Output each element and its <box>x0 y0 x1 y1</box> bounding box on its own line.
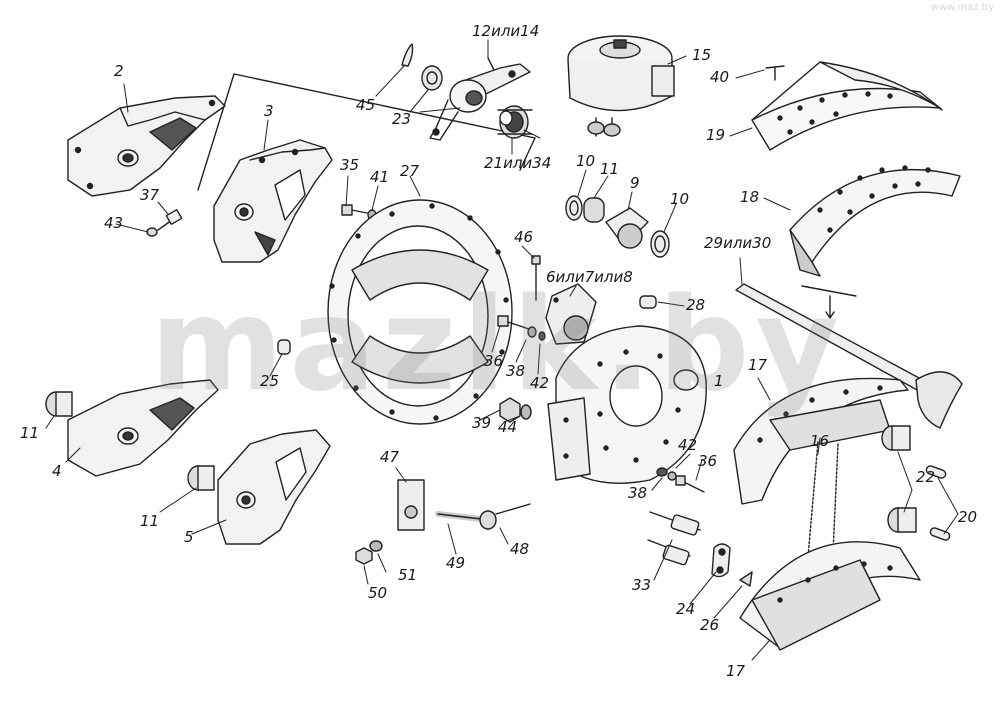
part-21-34-gear <box>497 105 533 139</box>
part-23-washer <box>421 65 443 91</box>
label-17-b: 17 <box>726 662 746 680</box>
part-22-rollers <box>881 425 917 533</box>
part-15-brake-chamber <box>567 35 675 137</box>
label-46: 46 <box>514 228 534 246</box>
part-4-bracket <box>67 379 219 477</box>
label-4: 4 <box>52 462 62 480</box>
group-line-3 <box>197 73 536 191</box>
part-33-axle <box>647 511 701 566</box>
part-11-bushings <box>45 391 215 491</box>
part-6-7-8-flange <box>545 283 597 345</box>
part-27-shield <box>327 199 513 425</box>
label-6-7-8: 6или7или8 <box>546 268 633 286</box>
part-45-pin <box>401 43 414 67</box>
leader-lines <box>45 39 959 661</box>
label-35: 35 <box>340 156 360 174</box>
part-5-bracket <box>217 429 331 545</box>
part-29-30-camshaft <box>735 283 963 429</box>
part-36-38-42-bolts-lower <box>656 467 705 493</box>
label-15: 15 <box>692 46 712 64</box>
label-44: 44 <box>498 418 518 436</box>
label-25: 25 <box>260 372 280 390</box>
part-9-10-11-flange <box>565 195 670 258</box>
part-25-pin <box>277 339 291 355</box>
label-24: 24 <box>676 600 696 618</box>
label-42-a: 42 <box>530 374 550 392</box>
label-5: 5 <box>184 528 194 546</box>
label-48: 48 <box>510 540 530 558</box>
part-20-pins <box>925 465 951 541</box>
part-1-brake-disc <box>547 325 707 484</box>
label-3: 3 <box>264 102 274 120</box>
label-39: 39 <box>472 414 492 432</box>
label-38-b: 38 <box>628 484 648 502</box>
part-50-51-bolt <box>355 540 383 565</box>
label-17-a: 17 <box>748 356 768 374</box>
label-33: 33 <box>632 576 652 594</box>
part-47-plate <box>397 479 425 531</box>
label-42-b: 42 <box>678 436 698 454</box>
corner-watermark: www.maz.by <box>930 2 994 13</box>
part-48-49-lever <box>435 503 531 530</box>
label-12-14: 12или14 <box>472 22 540 40</box>
part-40-rivet <box>765 65 785 81</box>
part-36-38-42-bolts <box>497 315 546 341</box>
part-28-bushing <box>639 295 657 309</box>
part-3-bracket <box>213 139 333 263</box>
label-21-34: 21или34 <box>484 154 552 172</box>
label-41: 41 <box>370 168 390 186</box>
label-16: 16 <box>810 432 830 450</box>
label-45: 45 <box>356 96 376 114</box>
label-36-a: 36 <box>484 352 504 370</box>
part-26-clip <box>739 571 753 587</box>
label-50: 50 <box>368 584 388 602</box>
label-43: 43 <box>104 214 124 232</box>
label-49: 49 <box>446 554 466 572</box>
label-29-30: 29или30 <box>704 234 772 252</box>
part-2-bracket <box>67 95 226 197</box>
label-22: 22 <box>916 468 936 486</box>
part-17-shoe-upper <box>733 377 909 505</box>
label-37: 37 <box>140 186 160 204</box>
part-37-43-bolt <box>146 208 183 237</box>
part-18-lining <box>789 165 961 277</box>
label-2: 2 <box>114 62 124 80</box>
label-36-b: 36 <box>698 452 718 470</box>
label-9: 9 <box>630 174 640 192</box>
label-10-b: 10 <box>670 190 690 208</box>
label-20: 20 <box>958 508 978 526</box>
label-51: 51 <box>398 566 418 584</box>
label-27: 27 <box>400 162 420 180</box>
label-28: 28 <box>686 296 706 314</box>
label-11-a: 11 <box>600 160 620 178</box>
watermark: mazlk.by <box>150 271 845 420</box>
part-39-44-nut <box>499 397 532 423</box>
label-10-a: 10 <box>576 152 596 170</box>
part-12-14-adjuster <box>429 57 531 141</box>
part-19-lining <box>751 61 943 151</box>
part-17-shoe-lower <box>739 541 921 651</box>
label-1: 1 <box>714 372 724 390</box>
label-19: 19 <box>706 126 726 144</box>
label-26: 26 <box>700 616 720 634</box>
label-40: 40 <box>710 68 730 86</box>
label-18: 18 <box>740 188 760 206</box>
label-11-c: 11 <box>140 512 160 530</box>
label-23: 23 <box>392 110 412 128</box>
label-11-b: 11 <box>20 424 40 442</box>
label-47: 47 <box>380 448 400 466</box>
label-38-a: 38 <box>506 362 526 380</box>
part-24-link <box>711 543 731 578</box>
